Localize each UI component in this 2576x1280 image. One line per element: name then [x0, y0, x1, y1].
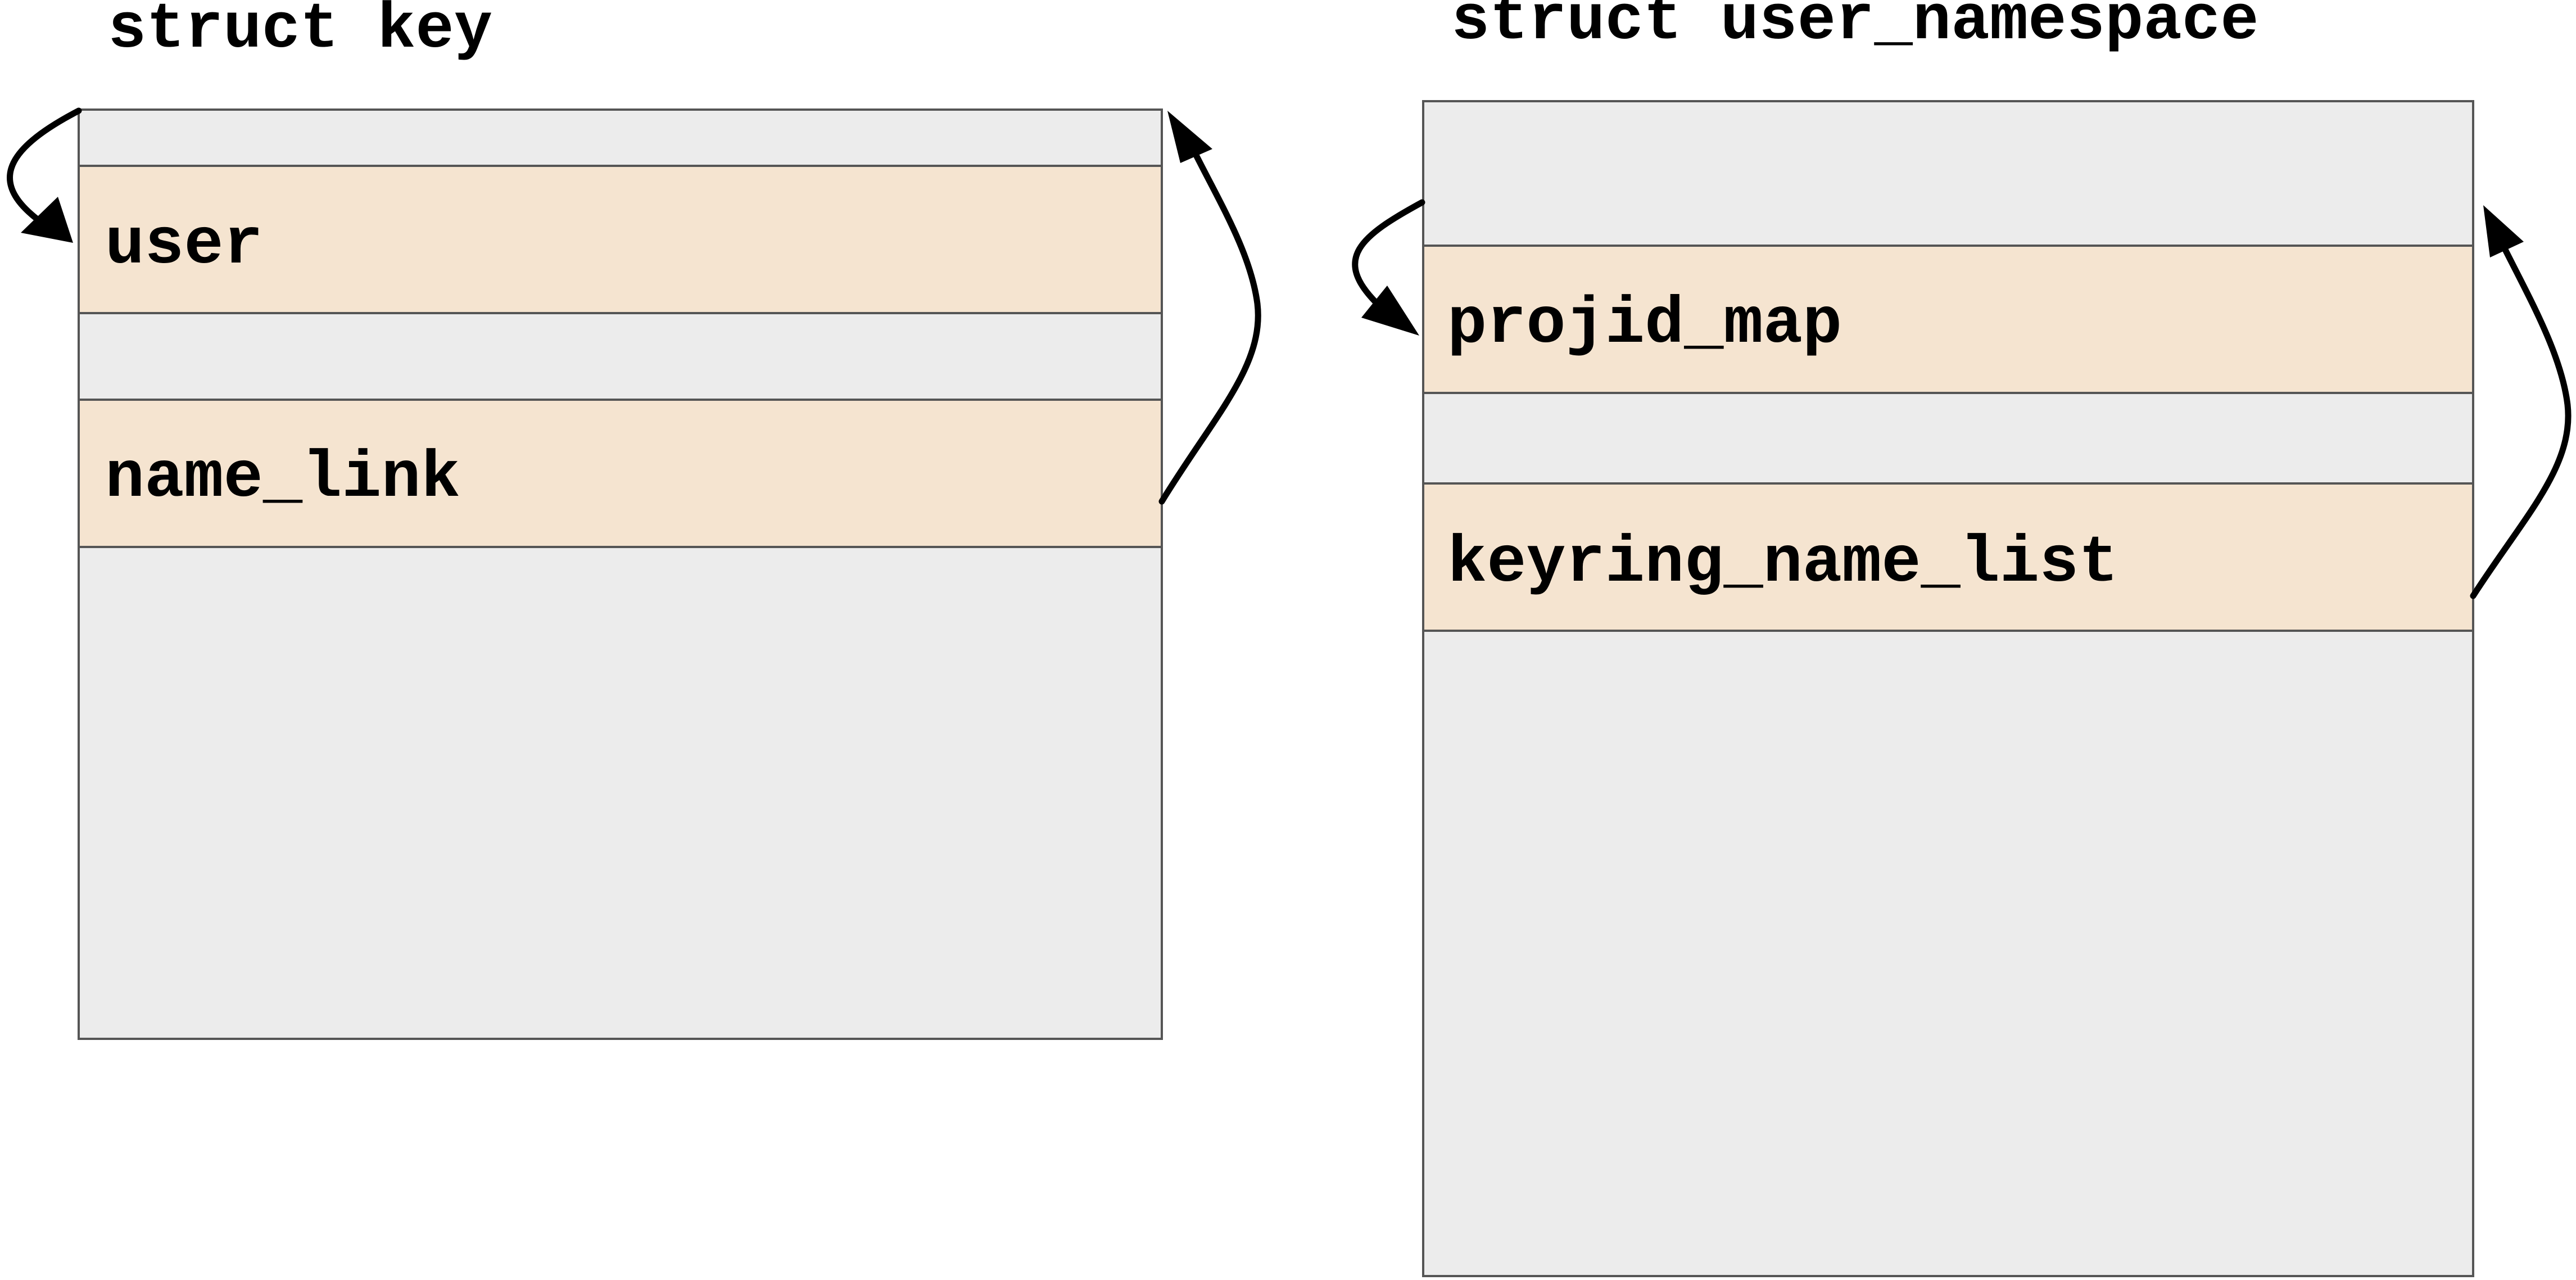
field-name-link-row — [78, 399, 1163, 548]
name-link-arrow — [1158, 148, 1261, 505]
projid-map-arrowhead-icon — [1361, 286, 1419, 336]
field-user-label: user — [105, 209, 263, 283]
field-keyring-name-list-label: keyring_name_list — [1447, 527, 2118, 601]
field-name-link-label: name_link — [105, 442, 460, 516]
user-self-arrow — [7, 107, 82, 228]
projid-map-self-arrow — [1352, 199, 1425, 307]
field-keyring-name-list-row — [1422, 482, 2474, 632]
keyring-name-list-arrow — [2470, 244, 2572, 599]
keyring-name-list-arrowhead-icon — [2483, 205, 2524, 257]
field-projid-map-row — [1422, 245, 2474, 394]
name-link-arrowhead-icon — [1167, 111, 1212, 163]
field-user-row — [78, 165, 1163, 314]
user-arrowhead-icon — [21, 197, 73, 243]
struct-key-title: struct key — [108, 0, 492, 66]
struct-key: struct key user name_link — [7, 0, 1261, 1040]
field-projid-map-label: projid_map — [1447, 288, 1842, 362]
struct-user-namespace: struct user_namespace projid_map keyring… — [1352, 0, 2572, 1277]
struct-user-namespace-title: struct user_namespace — [1451, 0, 2259, 58]
